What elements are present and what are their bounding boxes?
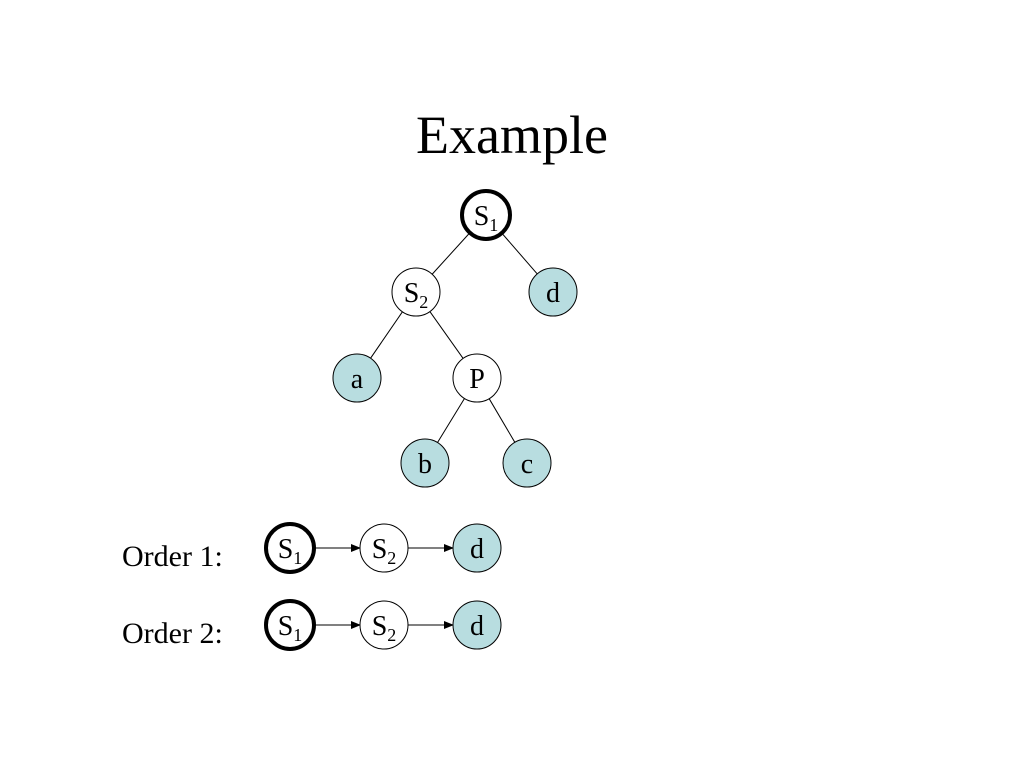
tree-node-b-label: b bbox=[418, 449, 432, 480]
order-1-node-3-circle bbox=[452, 523, 502, 573]
tree-node-b-circle bbox=[400, 438, 450, 488]
order-2-node-3: d bbox=[452, 600, 502, 650]
order-1-node-3: d bbox=[452, 523, 502, 573]
tree-node-a-label: a bbox=[351, 364, 364, 395]
tree-node-c: c bbox=[502, 438, 552, 488]
tree-node-s2-circle bbox=[391, 267, 441, 317]
tree-node-p-circle bbox=[452, 353, 502, 403]
tree-node-s1: S1 bbox=[460, 189, 512, 241]
tree-node-d-label: d bbox=[546, 278, 560, 309]
tree-edge-S2-P bbox=[429, 311, 464, 359]
order-1-node-3-label: d bbox=[470, 534, 484, 565]
order-1-node-2: S2 bbox=[359, 523, 409, 573]
tree-node-s2: S2 bbox=[391, 267, 441, 317]
order-2-label: Order 2: bbox=[122, 617, 223, 650]
tree-node-s1-circle bbox=[460, 189, 512, 241]
slide-title: Example bbox=[416, 105, 608, 165]
tree-node-a: a bbox=[332, 353, 382, 403]
order-2-node-3-label: d bbox=[470, 611, 484, 642]
tree-edge-S2-a bbox=[370, 311, 403, 359]
tree-node-p: P bbox=[452, 353, 502, 403]
tree-node-p-label: P bbox=[469, 364, 485, 395]
tree-node-c-circle bbox=[502, 438, 552, 488]
tree-edge-S1-S2 bbox=[431, 232, 471, 275]
tree-node-d-circle bbox=[528, 267, 578, 317]
order-2-node-2: S2 bbox=[359, 600, 409, 650]
tree-node-d: d bbox=[528, 267, 578, 317]
tree-node-a-circle bbox=[332, 353, 382, 403]
order-1-label: Order 1: bbox=[122, 540, 223, 573]
tree-edge-S1-d bbox=[501, 232, 538, 275]
tree-node-b: b bbox=[400, 438, 450, 488]
order-1-node-1: S1 bbox=[264, 522, 316, 574]
tree-edge-P-c bbox=[488, 398, 516, 443]
tree-node-s1-label: S1 bbox=[474, 201, 499, 235]
tree-edge-P-b bbox=[437, 398, 465, 443]
order-2-node-3-circle bbox=[452, 600, 502, 650]
tree-node-c-label: c bbox=[521, 449, 533, 480]
order-2-node-1: S1 bbox=[264, 599, 316, 651]
